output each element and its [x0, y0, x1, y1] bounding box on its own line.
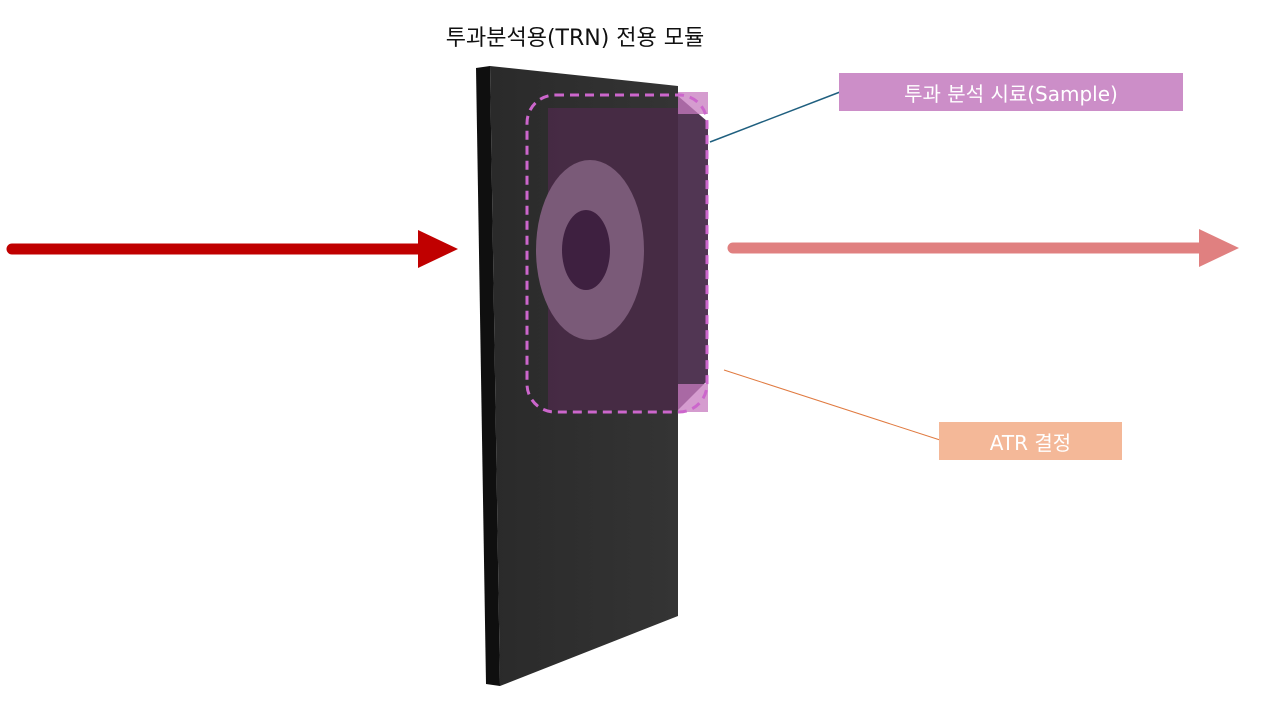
- incident-beam-arrow: [6, 230, 458, 268]
- sample-leader-line: [709, 91, 841, 143]
- atr-crystal-aperture: [562, 210, 610, 290]
- incident-beam-head: [418, 230, 458, 268]
- atr-leader-line: [723, 369, 941, 441]
- sample-dashed-outline: [525, 93, 709, 414]
- sample-label-text: 투과 분석 시료(Sample): [904, 81, 1118, 106]
- transmitted-beam-head: [1199, 229, 1239, 267]
- sample-label: 투과 분석 시료(Sample): [839, 73, 1183, 111]
- sample-region: [525, 92, 709, 414]
- transmitted-beam-arrow: [727, 229, 1239, 267]
- plate-edge: [476, 66, 500, 686]
- diagram-title: 투과분석용(TRN) 전용 모듈: [445, 26, 705, 51]
- sample-top-tab: [678, 92, 708, 114]
- atr-crystal-label: ATR 결정: [939, 422, 1122, 460]
- sample-side-protrusion: [678, 96, 708, 410]
- atr-crystal-label-text: ATR 결정: [989, 430, 1072, 455]
